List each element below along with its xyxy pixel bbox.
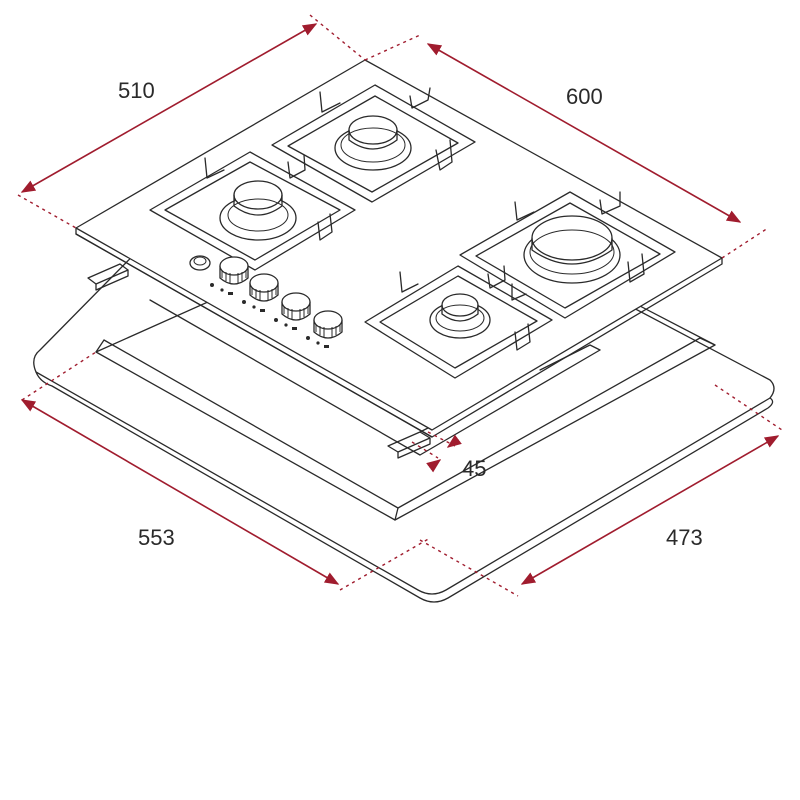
dimension-600-label: 600	[566, 84, 603, 109]
dimension-553: 553	[20, 351, 431, 591]
dimension-45-label: 45	[462, 456, 486, 481]
dimension-510: 510	[17, 14, 366, 229]
burner-front-small	[429, 293, 491, 339]
dimension-553-label: 553	[138, 525, 175, 550]
pan-support-front	[364, 265, 553, 379]
fixing-bracket-left	[87, 263, 129, 291]
control-knob-1	[219, 256, 249, 285]
dimension-600: 600	[364, 34, 769, 259]
dimension-473-label: 473	[666, 525, 703, 550]
control-knob-3	[281, 292, 311, 321]
fixing-bracket-front	[387, 427, 431, 459]
dimension-510-label: 510	[118, 78, 155, 103]
control-knob-2	[249, 273, 279, 302]
knob-symbols	[210, 283, 329, 348]
control-knob-4	[313, 310, 343, 339]
ignition-button	[189, 255, 211, 271]
burner-back	[334, 115, 412, 171]
burner-right-large	[523, 215, 621, 284]
dimension-473: 473	[419, 384, 783, 597]
dimension-45: 45	[411, 431, 486, 481]
